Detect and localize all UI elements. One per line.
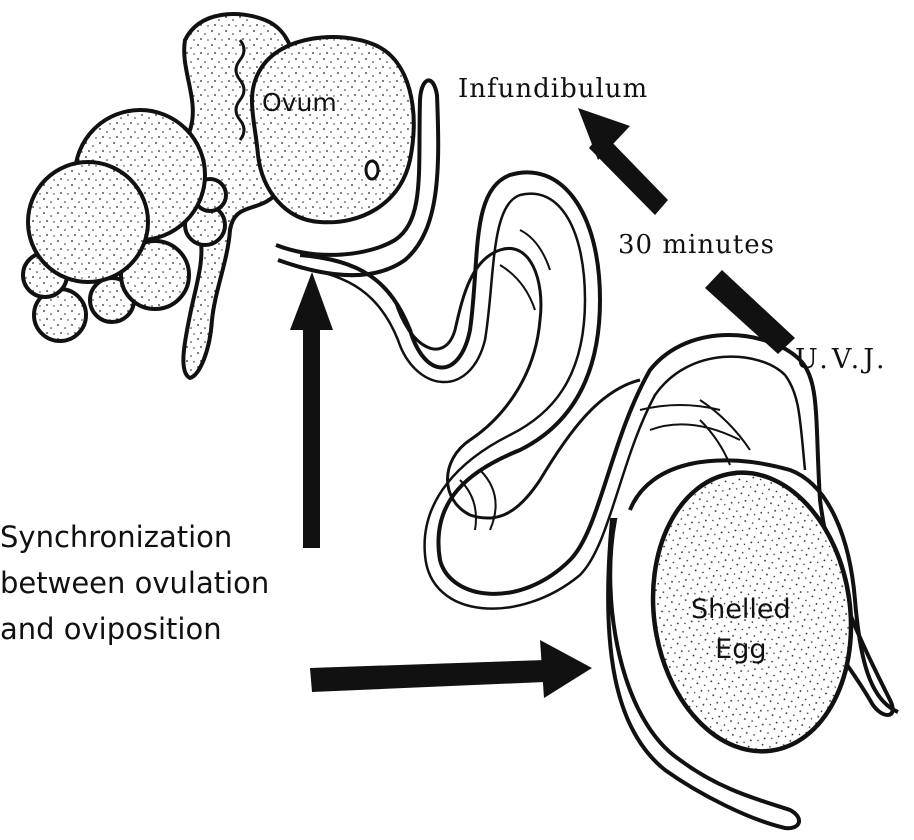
arrow-uvj-to-infundibulum: [578, 108, 668, 215]
shelled-egg-label: Shelled Egg: [691, 590, 791, 670]
uvj-label: U.V.J.: [795, 346, 889, 373]
synchronization-line-3: and oviposition: [0, 606, 269, 652]
synchronization-line-2: between ovulation: [0, 560, 269, 606]
infundibulum-label: Infundibulum: [458, 76, 648, 102]
synchronization-line-1: Synchronization: [0, 514, 269, 560]
shelled-egg-line-2: Egg: [691, 630, 791, 670]
arrow-right-to-egg: [310, 640, 592, 698]
arrow-tail-segment: [705, 270, 795, 354]
follicle-large: [28, 162, 148, 282]
synchronization-label: Synchronization between ovulation and ov…: [0, 514, 269, 652]
stigma: [366, 161, 378, 179]
thirty-minutes-label: 30 minutes: [618, 232, 775, 258]
ovary: [23, 14, 414, 378]
shelled-egg-line-1: Shelled: [691, 590, 791, 630]
ovum-follicle: [252, 37, 414, 222]
ovum-label: Ovum: [262, 90, 337, 115]
arrow-up-synchronization: [290, 272, 333, 548]
oviduct-lumen: [395, 248, 640, 518]
